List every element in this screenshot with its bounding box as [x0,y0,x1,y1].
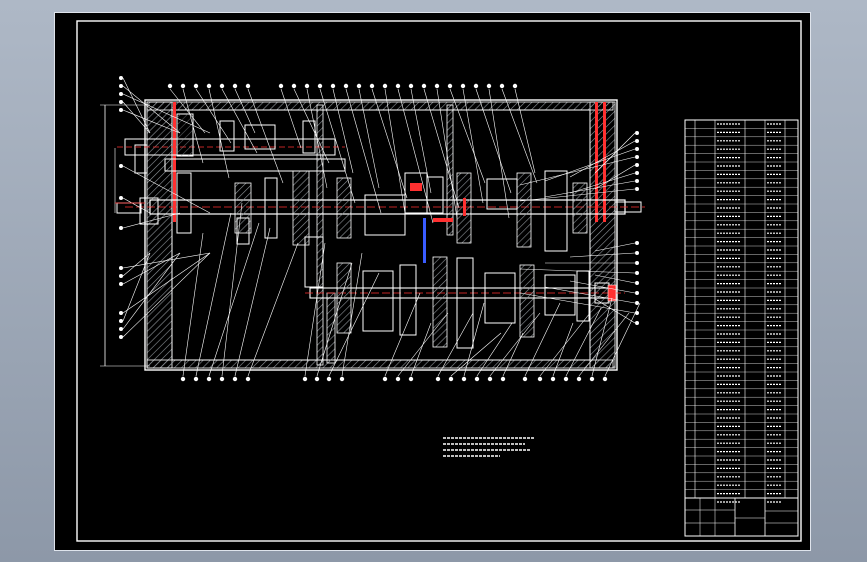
balloon-marker [369,83,375,89]
balloon-marker [343,83,349,89]
balloon-marker [635,251,639,255]
balloon-marker [119,226,123,230]
balloon-marker [602,376,608,382]
balloon-marker [635,321,639,325]
balloon-marker [486,83,492,89]
balloon-marker [448,376,454,382]
balloon-marker [635,187,639,191]
balloon-marker [356,83,362,89]
balloon-marker [119,196,123,200]
balloon-marker [563,376,569,382]
balloon-marker [339,376,345,382]
balloon-marker [408,83,414,89]
balloon-marker [314,376,320,382]
balloon-marker [193,83,199,89]
balloon-marker [119,319,123,323]
technical-notes [443,437,535,457]
balloon-marker [473,83,479,89]
balloon-marker [395,376,401,382]
balloon-marker [421,83,427,89]
balloon-marker [180,376,186,382]
gears [176,113,590,349]
balloon-marker [119,100,123,104]
balloon-marker [447,83,453,89]
balloon-marker [119,266,123,270]
balloon-marker [232,83,238,89]
balloon-marker [119,335,123,339]
balloon-marker [245,83,251,89]
balloon-marker [278,83,284,89]
balloon-marker [435,376,441,382]
balloon-marker [550,376,556,382]
balloon-marker [119,108,123,112]
balloon-marker [206,83,212,89]
balloon-marker [434,83,440,89]
balloon-marker [382,376,388,382]
balloon-marker [119,327,123,331]
balloon-marker [460,83,466,89]
balloon-marker [232,376,238,382]
balloon-marker [635,131,639,135]
balloon-marker [408,376,414,382]
balloon-marker [635,155,639,159]
balloon-marker [499,83,505,89]
gearbox-assembly-drawing [76,20,802,542]
balloon-marker [167,83,173,89]
title-block [684,497,799,537]
balloon-marker [219,83,225,89]
balloon-marker [635,261,639,265]
balloon-marker [487,376,493,382]
balloon-marker [119,274,123,278]
part-balloon-numbers [119,76,639,382]
balloon-marker [635,139,639,143]
balloon-marker [635,271,639,275]
balloon-marker [119,92,123,96]
balloon-marker [635,163,639,167]
drawing-border [76,20,802,542]
balloon-marker [206,376,212,382]
balloon-marker [119,282,123,286]
balloon-marker [500,376,506,382]
parts-list-table [684,119,799,503]
balloon-marker [193,376,199,382]
balloon-marker [461,376,467,382]
drawing-sheet [54,12,811,551]
balloon-marker [635,301,639,305]
balloon-marker [245,376,251,382]
balloon-marker [330,83,336,89]
balloon-marker [180,83,186,89]
balloon-marker [635,311,639,315]
balloon-marker [326,376,332,382]
gearbox-housing [144,99,618,371]
balloon-marker [119,84,123,88]
balloon-marker [522,376,528,382]
balloon-marker [512,83,518,89]
shafts [116,138,645,304]
balloon-marker [304,83,310,89]
balloon-marker [635,291,639,295]
left-dimension [100,104,150,367]
balloon-marker [382,83,388,89]
balloon-marker [576,376,582,382]
balloon-marker [119,311,123,315]
balloon-marker [635,281,639,285]
balloon-marker [119,76,123,80]
balloon-marker [635,147,639,151]
balloon-marker [302,376,308,382]
balloon-marker [537,376,543,382]
balloon-marker [317,83,323,89]
part-leader-lines [122,77,641,377]
balloon-marker [635,179,639,183]
balloon-marker [474,376,480,382]
balloon-marker [291,83,297,89]
balloon-marker [635,241,639,245]
balloon-marker [635,171,639,175]
balloon-marker [395,83,401,89]
balloon-marker [219,376,225,382]
balloon-marker [589,376,595,382]
balloon-marker [119,164,123,168]
